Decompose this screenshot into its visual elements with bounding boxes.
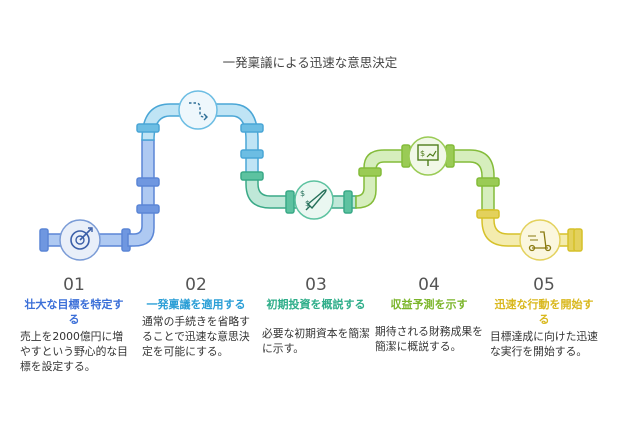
step-3: 03 初期投資を概説する 必要な初期資本を簡潔に示す。 [262, 275, 370, 356]
step-description: 必要な初期資本を簡潔に示す。 [262, 327, 370, 355]
step-number: 03 [305, 275, 327, 295]
step-heading: 初期投資を概説する [266, 298, 366, 311]
step-2: 02 一発稟議を適用する 通常の手続きを省略することで迅速な意思決定を可能にする… [142, 275, 250, 359]
step-heading: 壮大な目標を特定する [24, 298, 124, 326]
step-number: 02 [185, 275, 207, 295]
step-number: 04 [418, 275, 440, 295]
dashed-path-node [178, 90, 218, 130]
step-description: 目標達成に向けた迅速な実行を開始する。 [490, 330, 598, 358]
svg-text:$: $ [420, 149, 425, 158]
step-number: 05 [533, 275, 555, 295]
step-heading: 収益予測を示す [390, 298, 468, 311]
step-heading: 一発稟議を適用する [146, 298, 246, 311]
step-1: 01 壮大な目標を特定する 売上を2000億円に増やすという野心的な目標を設定す… [20, 275, 128, 374]
svg-text:$: $ [300, 189, 305, 198]
rocket-money-node: $ $ [294, 180, 334, 220]
presentation-chart-node: $ [408, 136, 448, 176]
step-description: 通常の手続きを省略することで迅速な意思決定を可能にする。 [142, 315, 250, 358]
step-heading: 迅速な行動を開始する [494, 298, 594, 326]
diagram-title: 一発稟議による迅速な意思決定 [222, 55, 398, 70]
step-5: 05 迅速な行動を開始する 目標達成に向けた迅速な実行を開始する。 [490, 275, 598, 359]
step-description: 期待される財務成果を簡潔に概説する。 [375, 325, 483, 353]
target-node [59, 219, 101, 261]
step-description: 売上を2000億円に増やすという野心的な目標を設定する。 [20, 330, 128, 373]
step-4: 04 収益予測を示す 期待される財務成果を簡潔に概説する。 [375, 275, 483, 354]
step-number: 01 [63, 275, 85, 295]
scooter-speed-node [519, 219, 561, 261]
